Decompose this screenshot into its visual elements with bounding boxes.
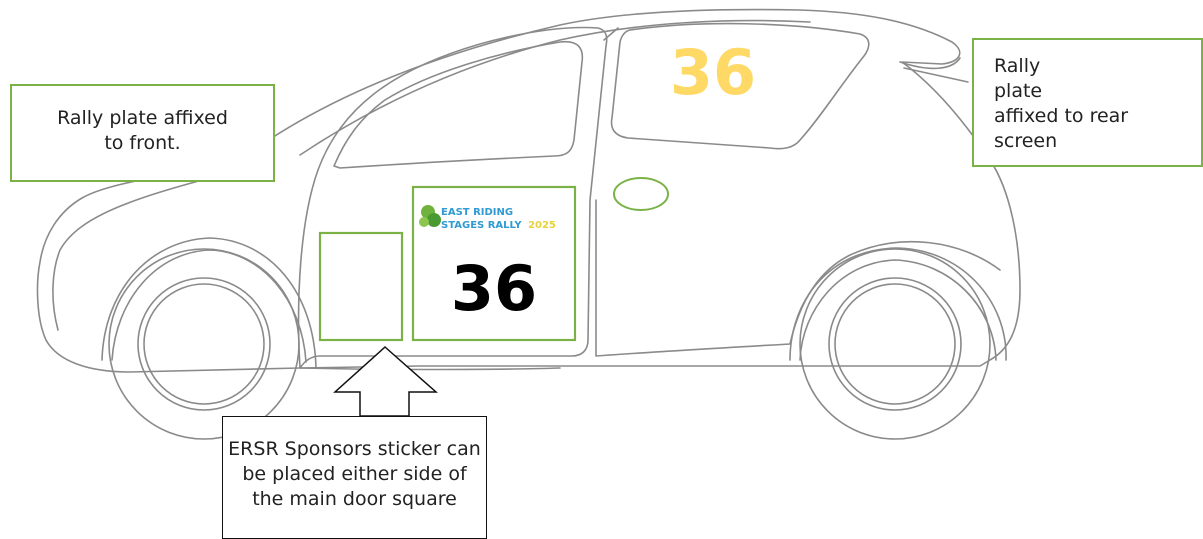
rear-door-outline (596, 28, 1000, 356)
logo-line-2-part-2: 2025 (528, 220, 556, 231)
rear-callout-line-1: Rally (994, 54, 1201, 79)
rear-rim (829, 278, 961, 410)
fuel-cap-oval (614, 178, 668, 210)
up-arrow-icon (335, 347, 436, 416)
rear-plate-callout: Rally plate affixed to rear screen (972, 38, 1203, 167)
rear-callout-line-3: affixed to rear (994, 104, 1201, 129)
sponsor-callout-line-3: the main door square (223, 487, 486, 512)
front-callout-line-1: Rally plate affixed (12, 106, 273, 131)
front-rim (138, 278, 270, 410)
rear-callout-line-4: screen (994, 129, 1201, 154)
logo-line-2: STAGES RALLY 2025 (441, 220, 556, 231)
rear-callout-line-2: plate (994, 79, 1201, 104)
sponsor-sticker-callout: ERSR Sponsors sticker can be placed eith… (222, 416, 487, 539)
logo-line-2-part-1: STAGES RALLY (441, 220, 522, 231)
front-rim-inner (144, 284, 264, 404)
front-plate-callout: Rally plate affixed to front. (10, 84, 275, 182)
sponsor-callout-line-1: ERSR Sponsors sticker can (223, 437, 486, 462)
logo-line-1: EAST RIDING (441, 207, 513, 218)
door-rally-number: 36 (451, 252, 537, 325)
front-wheel-arch (102, 238, 316, 368)
sponsor-callout-line-2: be placed either side of (223, 462, 486, 487)
front-window-outline (334, 42, 582, 168)
rear-wheel-arch (790, 248, 1006, 360)
front-callout-line-2: to front. (12, 131, 273, 156)
sponsor-sticker-area (320, 233, 402, 340)
rear-screen-rally-number: 36 (670, 36, 756, 109)
rear-rim-inner (835, 284, 955, 404)
